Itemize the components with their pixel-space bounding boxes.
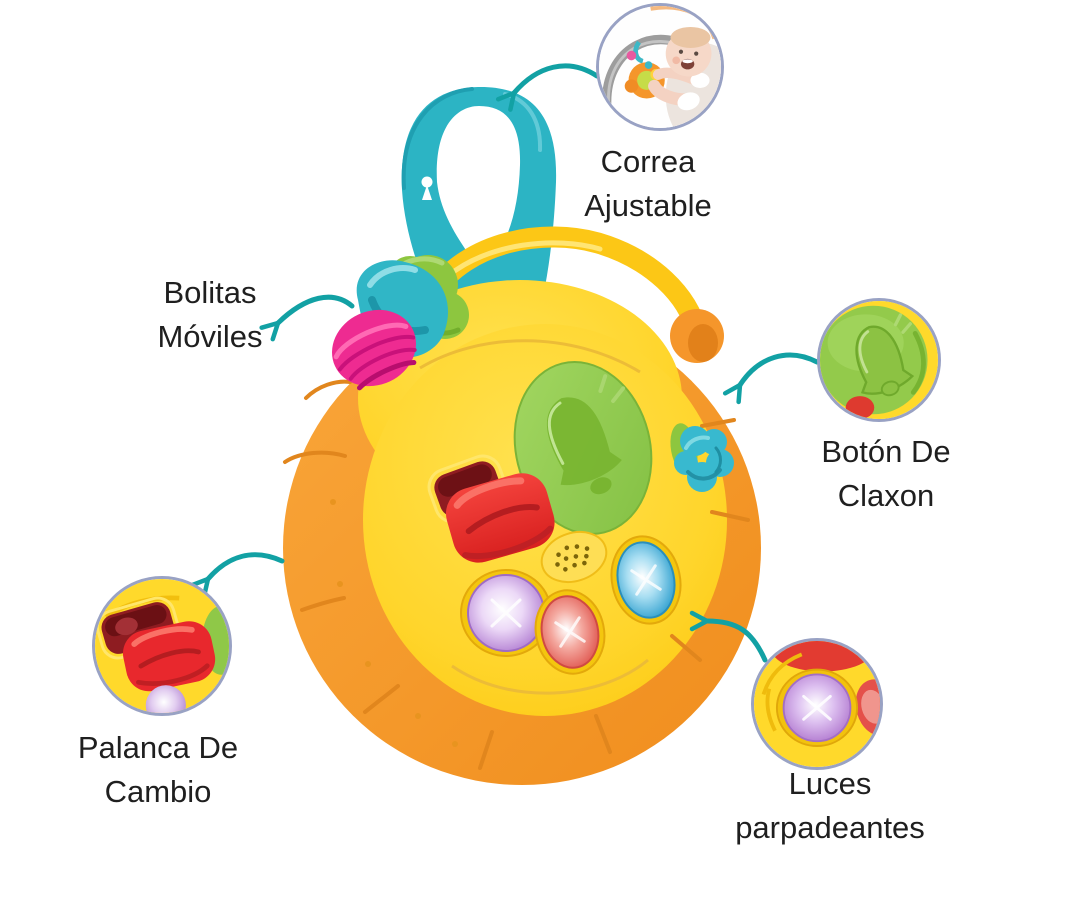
label-line: parpadeantes bbox=[735, 810, 925, 845]
baby bbox=[648, 26, 712, 111]
label-palanca-de-cambio: Palanca De Cambio bbox=[78, 726, 238, 814]
arrow-correa-ajustable bbox=[495, 63, 600, 112]
bead-stack bbox=[332, 255, 469, 391]
label-line: Palanca De bbox=[77, 730, 239, 765]
label-line: Ajustable bbox=[584, 188, 712, 223]
arrow-palanca-de-cambio bbox=[189, 552, 285, 598]
speaker-grille bbox=[540, 531, 608, 583]
purple-light bbox=[775, 668, 859, 747]
light-pink bbox=[534, 589, 606, 675]
label-line: Luces bbox=[788, 766, 872, 801]
callout-palanca-de-cambio bbox=[92, 576, 232, 716]
label-line: Botón De bbox=[821, 434, 951, 469]
callout-luces-parpadeantes bbox=[751, 638, 883, 770]
gear-lever bbox=[427, 454, 555, 563]
bell-icon bbox=[546, 374, 626, 495]
arrow-luces-parpadeantes bbox=[689, 610, 768, 663]
red-lever bbox=[122, 621, 216, 692]
label-bolitas-moviles: Bolitas Móviles bbox=[157, 271, 262, 359]
label-boton-de-claxon: Botón De Claxon bbox=[821, 430, 950, 518]
lights-closeup bbox=[754, 641, 880, 767]
horn-button bbox=[670, 423, 734, 492]
label-line: Móviles bbox=[157, 319, 263, 354]
label-line: Bolitas bbox=[163, 275, 257, 310]
gear-lever-closeup bbox=[95, 579, 229, 713]
arrow-bolitas-moviles bbox=[259, 294, 355, 342]
arrow-boton-de-claxon bbox=[722, 352, 820, 405]
horn-button-closeup bbox=[820, 301, 938, 419]
label-correa-ajustable: Correa Ajustable bbox=[584, 140, 712, 228]
bell-button bbox=[513, 361, 653, 535]
rim-details bbox=[283, 379, 750, 770]
label-line: Claxon bbox=[837, 478, 935, 513]
baby-photo bbox=[599, 6, 721, 128]
light-blue bbox=[610, 535, 682, 625]
light-purple bbox=[460, 569, 552, 657]
label-luces-parpadeantes: Luces parpadeantes bbox=[735, 762, 925, 850]
label-line: Cambio bbox=[104, 774, 212, 809]
label-line: Correa bbox=[600, 144, 696, 179]
strap-keyhole bbox=[421, 176, 433, 200]
callout-boton-de-claxon bbox=[817, 298, 941, 422]
callout-correa-ajustable bbox=[596, 3, 724, 131]
bead-pink-knob bbox=[332, 309, 417, 391]
handle-arc bbox=[421, 226, 708, 344]
bell-icon bbox=[855, 313, 915, 397]
